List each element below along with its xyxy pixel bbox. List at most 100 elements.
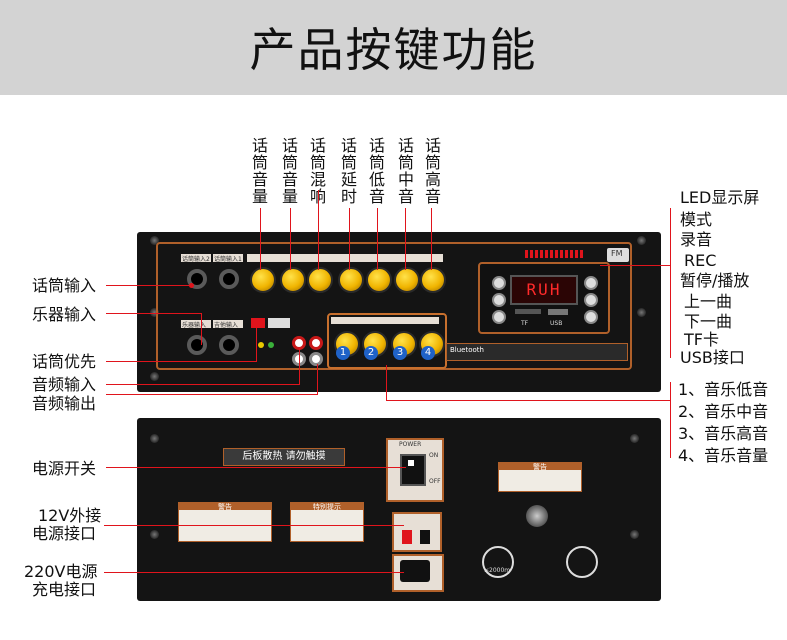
12v-terminal-negative[interactable]: [420, 530, 430, 544]
leader-line: [106, 285, 191, 286]
off-label: OFF: [429, 478, 441, 485]
bluetooth-label: Bluetooth: [450, 346, 484, 354]
instrument-input-jack[interactable]: [187, 335, 207, 355]
label-next-track: 下一曲: [684, 312, 733, 331]
label-mic-volume-2: 话筒音量: [281, 136, 298, 206]
rec-playback-button[interactable]: [492, 310, 506, 324]
heat-warning-label: 后板散热 请勿触摸: [223, 448, 345, 466]
on-label: ON: [429, 452, 439, 459]
mic-input-1-jack[interactable]: [219, 269, 239, 289]
label-instrument-input: 乐器输入: [32, 305, 97, 324]
instrument-input-strip: [181, 320, 211, 328]
mic-input-2-label: 话筒输入2: [182, 256, 210, 263]
label-12v-line2: 电源接口: [32, 524, 97, 543]
mic-mid-knob[interactable]: [394, 267, 420, 293]
previous-track-button[interactable]: [584, 293, 598, 307]
eq-indicator: [525, 250, 585, 258]
music-knob-number: 3: [393, 346, 407, 360]
mic-volume-knob-1[interactable]: [250, 267, 276, 293]
guitar-input-label: 吉他输入: [214, 322, 239, 329]
guitar-input-jack[interactable]: [219, 335, 239, 355]
music-knob-group: [327, 313, 447, 369]
label-mic-reverb: 话筒混响: [309, 136, 326, 206]
label-record: 录音: [680, 230, 713, 249]
indicator-led: [258, 342, 264, 348]
audio-input-rca[interactable]: [309, 336, 323, 350]
power-switch[interactable]: [400, 454, 426, 486]
screw: [150, 236, 159, 245]
screw: [150, 308, 159, 317]
leader-line: [386, 365, 387, 401]
mic-delay-knob[interactable]: [338, 267, 364, 293]
mic-priority-switch[interactable]: [251, 318, 265, 328]
power-switch-mark: [408, 460, 414, 466]
play-pause-button[interactable]: [584, 276, 598, 290]
leader-line: [405, 208, 406, 270]
screw: [150, 434, 159, 443]
mic-knob-strip: [247, 254, 443, 262]
tf-card-slot[interactable]: [515, 309, 541, 314]
speaker-vent-knob: [526, 505, 548, 527]
altitude-icon: [482, 546, 514, 578]
leader-line: [290, 208, 291, 270]
12v-terminal-positive[interactable]: [402, 530, 412, 544]
leader-dot: [189, 283, 194, 288]
music-knob-strip: [331, 317, 439, 324]
screw: [630, 530, 639, 539]
altitude-label: ≤2000m: [484, 567, 511, 574]
leader-line: [106, 361, 256, 362]
warning-title-left: 警告: [178, 502, 272, 511]
title-banner: 产品按键功能: [0, 0, 787, 95]
mic-input-1-label: 话筒输入1: [214, 256, 242, 263]
ac-inlet[interactable]: [400, 560, 430, 582]
leader-bracket: [670, 382, 671, 458]
label-play-pause: 暂停/播放: [680, 271, 750, 290]
label-mic-delay: 话筒延时: [340, 136, 357, 206]
12v-input-plate: [392, 512, 442, 552]
label-mic-mid: 话筒中音: [397, 136, 414, 206]
mic-input-2-strip: [181, 254, 211, 262]
label-mic-input: 话筒输入: [32, 276, 97, 295]
guitar-input-strip: [213, 320, 243, 328]
mic-bass-knob[interactable]: [366, 267, 392, 293]
label-music-bass: 1、音乐低音: [678, 380, 769, 399]
screw: [637, 236, 646, 245]
mode-button[interactable]: [492, 276, 506, 290]
label-ac-line2: 充电接口: [32, 580, 97, 599]
label-mic-bass: 话筒低音: [368, 136, 385, 206]
music-knob-number: 4: [421, 346, 435, 360]
panel-frame: [156, 242, 632, 370]
usb-port[interactable]: [548, 309, 568, 315]
label-mic-priority: 话筒优先: [32, 352, 97, 371]
mic-volume-knob-2[interactable]: [280, 267, 306, 293]
next-track-button[interactable]: [584, 310, 598, 324]
leader-line: [600, 265, 670, 266]
label-previous-track: 上一曲: [684, 292, 733, 311]
label-power-switch: 电源开关: [32, 459, 97, 478]
fm-badge-label: FM: [611, 249, 623, 258]
fm-badge: [607, 248, 629, 262]
mic-reverb-knob[interactable]: [307, 267, 333, 293]
leader-line: [318, 190, 319, 270]
leader-line: [256, 327, 257, 362]
label-usb-port: USB接口: [680, 348, 745, 367]
leader-line: [106, 313, 202, 314]
label-music-volume: 4、音乐音量: [678, 446, 769, 465]
record-button[interactable]: [492, 293, 506, 307]
leader-line: [377, 208, 378, 270]
mic-input-1-strip: [213, 254, 243, 262]
label-12v-line1: 12V外接: [38, 506, 102, 525]
leader-line: [106, 467, 406, 468]
notice-title: 特别提示: [290, 502, 364, 511]
audio-output-rca[interactable]: [309, 352, 323, 366]
leader-line: [106, 384, 300, 385]
indicator-led: [268, 342, 274, 348]
leader-bracket: [670, 208, 671, 358]
leader-line: [260, 208, 261, 270]
leader-line: [431, 208, 432, 270]
screw: [150, 530, 159, 539]
dsp-badge: [268, 318, 290, 328]
screw: [630, 434, 639, 443]
leader-line: [201, 313, 202, 345]
mic-treble-knob[interactable]: [420, 267, 446, 293]
